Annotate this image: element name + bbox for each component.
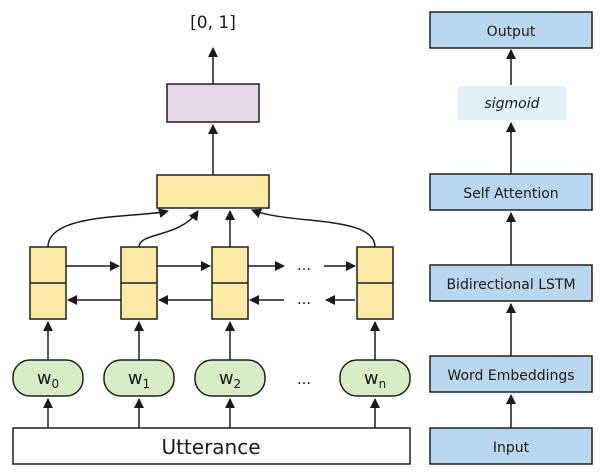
lstm-cell-n (356, 246, 394, 320)
classifier-box (166, 83, 260, 123)
pipeline-bilstm-box: Bidirectional LSTM (429, 264, 593, 302)
pipeline-embeddings-label: Word Embeddings (447, 368, 574, 384)
lstm-cell-2 (211, 246, 249, 320)
svg-text:w0: w0 (37, 368, 59, 391)
word-token-n: wn (339, 359, 411, 397)
svg-text:w1: w1 (128, 368, 150, 391)
lstm-cell-0 (29, 246, 67, 320)
pipeline-sigmoid-box: sigmoid (458, 86, 566, 120)
utterance-label: Utterance (161, 435, 260, 459)
pipeline-self-attention-box: Self Attention (429, 173, 593, 211)
attention-link-0 (47, 208, 169, 248)
pipeline-bilstm-label: Bidirectional LSTM (446, 277, 575, 293)
output-range-label: [0, 1] (190, 13, 236, 33)
lstm-cell-1 (120, 246, 158, 320)
svg-text:wn: wn (364, 368, 386, 391)
pipeline-embeddings-box: Word Embeddings (429, 355, 593, 393)
pipeline-input-box: Input (429, 427, 593, 465)
ellipsis-forward: ... (297, 256, 311, 274)
pipeline-sigmoid-label: sigmoid (484, 96, 539, 112)
ellipsis-backward: ... (297, 290, 311, 308)
pipeline-output-label: Output (487, 24, 536, 40)
attention-box (156, 174, 270, 209)
pipeline-output-box: Output (429, 11, 593, 49)
word-token-2: w2 (194, 359, 266, 397)
svg-text:w2: w2 (219, 368, 241, 391)
attention-link-n (251, 208, 376, 248)
attention-link-1 (138, 210, 199, 248)
pipeline-self-attention-label: Self Attention (463, 186, 558, 202)
ellipsis-words: ... (297, 370, 311, 388)
word-token-0: w0 (12, 359, 84, 397)
utterance-box (12, 427, 411, 465)
pipeline-input-label: Input (493, 440, 530, 456)
word-token-1: w1 (103, 359, 175, 397)
